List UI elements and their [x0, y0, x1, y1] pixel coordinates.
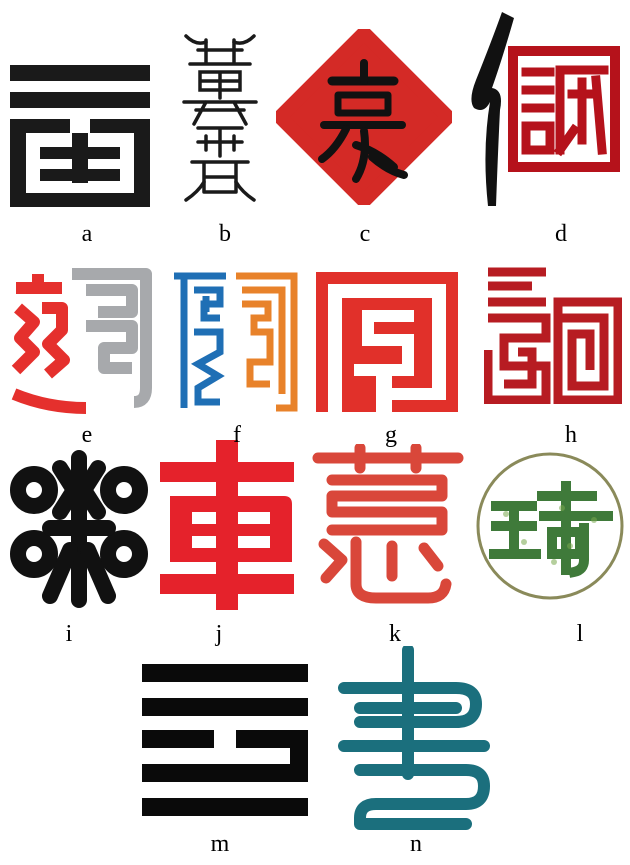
glyph-j — [160, 440, 294, 610]
glyph-h — [484, 266, 622, 404]
glyph-m — [142, 664, 308, 820]
label-d: d — [555, 221, 567, 247]
label-l: l — [576, 621, 584, 647]
glyph-d-image — [471, 12, 620, 206]
label-k: k — [389, 621, 401, 647]
label-m: m — [210, 831, 230, 857]
label-n: n — [410, 831, 422, 857]
label-f: f — [233, 422, 241, 448]
glyph-e-image — [11, 268, 152, 414]
glyph-m-image — [142, 664, 308, 816]
glyph-j-image — [160, 440, 294, 610]
glyph-i-image — [10, 450, 148, 608]
glyph-d — [462, 10, 622, 208]
glyph-f-image — [174, 272, 298, 412]
glyph-n-image — [338, 646, 490, 830]
glyph-b — [176, 32, 264, 207]
label-h: h — [565, 422, 577, 448]
glyph-e — [8, 268, 154, 416]
glyph-c — [276, 29, 452, 205]
label-b: b — [219, 221, 231, 247]
label-a: a — [81, 221, 93, 247]
glyph-g — [316, 272, 458, 412]
glyph-n — [336, 646, 490, 830]
label-e: e — [81, 422, 93, 448]
glyph-c-image — [276, 29, 452, 205]
glyph-l — [474, 450, 626, 602]
glyph-a-image — [10, 65, 150, 207]
label-i: i — [65, 621, 73, 647]
glyph-h-image — [484, 267, 622, 404]
glyph-b-image — [182, 34, 258, 202]
label-g: g — [385, 422, 397, 448]
label-c: c — [359, 221, 371, 247]
glyph-a — [10, 65, 150, 207]
label-j: j — [215, 621, 223, 647]
glyph-g-image — [316, 272, 458, 412]
glyph-i — [10, 450, 148, 610]
glyph-k-image — [312, 444, 464, 604]
glyph-f — [170, 272, 298, 412]
glyph-k — [312, 444, 464, 606]
glyph-l-image — [476, 452, 624, 600]
